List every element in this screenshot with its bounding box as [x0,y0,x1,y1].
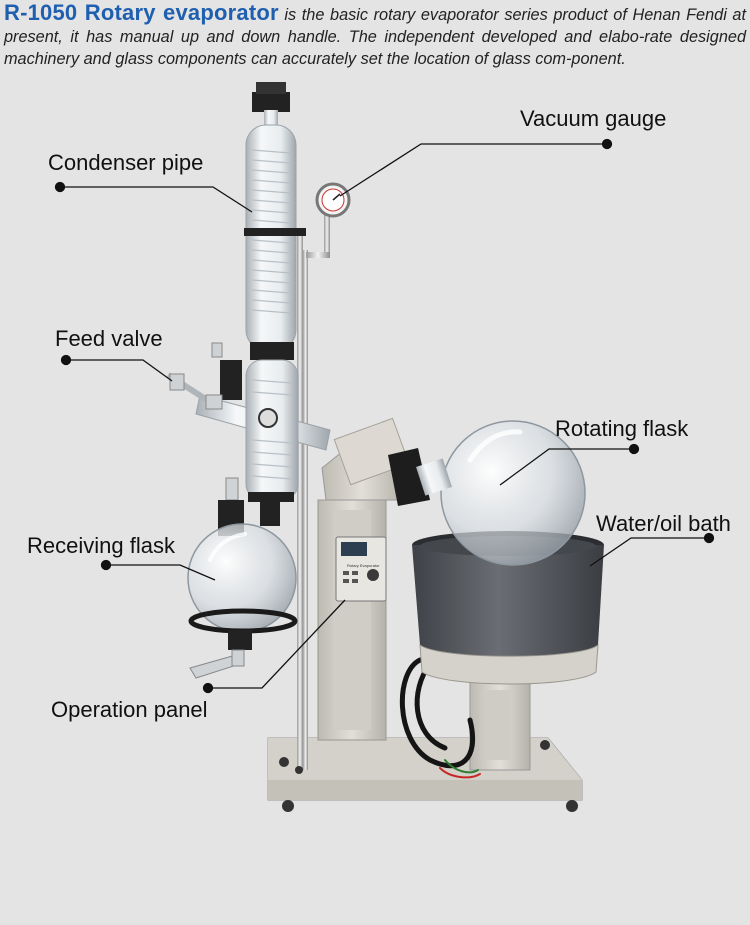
label-vacuum-gauge: Vacuum gauge [520,106,667,131]
water-oil-bath [412,531,604,685]
callout-lines [54,138,715,694]
label-operation-panel: Operation panel [51,697,208,722]
panel-button[interactable] [343,579,349,583]
support-rods [295,230,308,774]
machine-base [267,737,583,812]
panel-button[interactable] [352,571,358,575]
operation-panel[interactable]: Rotary Evaporator [335,536,387,602]
panel-button[interactable] [343,571,349,575]
bath-support [469,669,531,771]
feed-valve [166,342,278,428]
condenser-column [244,82,306,526]
label-water-oil-bath: Water/oil bath [596,511,731,536]
label-receiving-flask: Receiving flask [27,533,175,558]
panel-button[interactable] [352,579,358,583]
label-feed-valve: Feed valve [55,326,163,351]
machine-body [317,499,387,741]
receiving-flask [187,477,298,679]
label-condenser-pipe: Condenser pipe [48,150,204,175]
label-rotating-flask: Rotating flask [555,416,689,441]
product-description: is the basic rotary evaporator series pr… [4,6,746,68]
condenser-clamp [244,228,306,236]
motor-head [321,417,430,506]
product-title: R-1050 Rotary evaporator [4,0,279,25]
intro-paragraph: R-1050 Rotary evaporator is the basic ro… [4,2,746,70]
panel-caption: Rotary Evaporator [347,563,380,568]
rotating-flask [416,420,586,566]
panel-knob[interactable] [367,569,379,581]
vacuum-gauge [306,182,351,258]
